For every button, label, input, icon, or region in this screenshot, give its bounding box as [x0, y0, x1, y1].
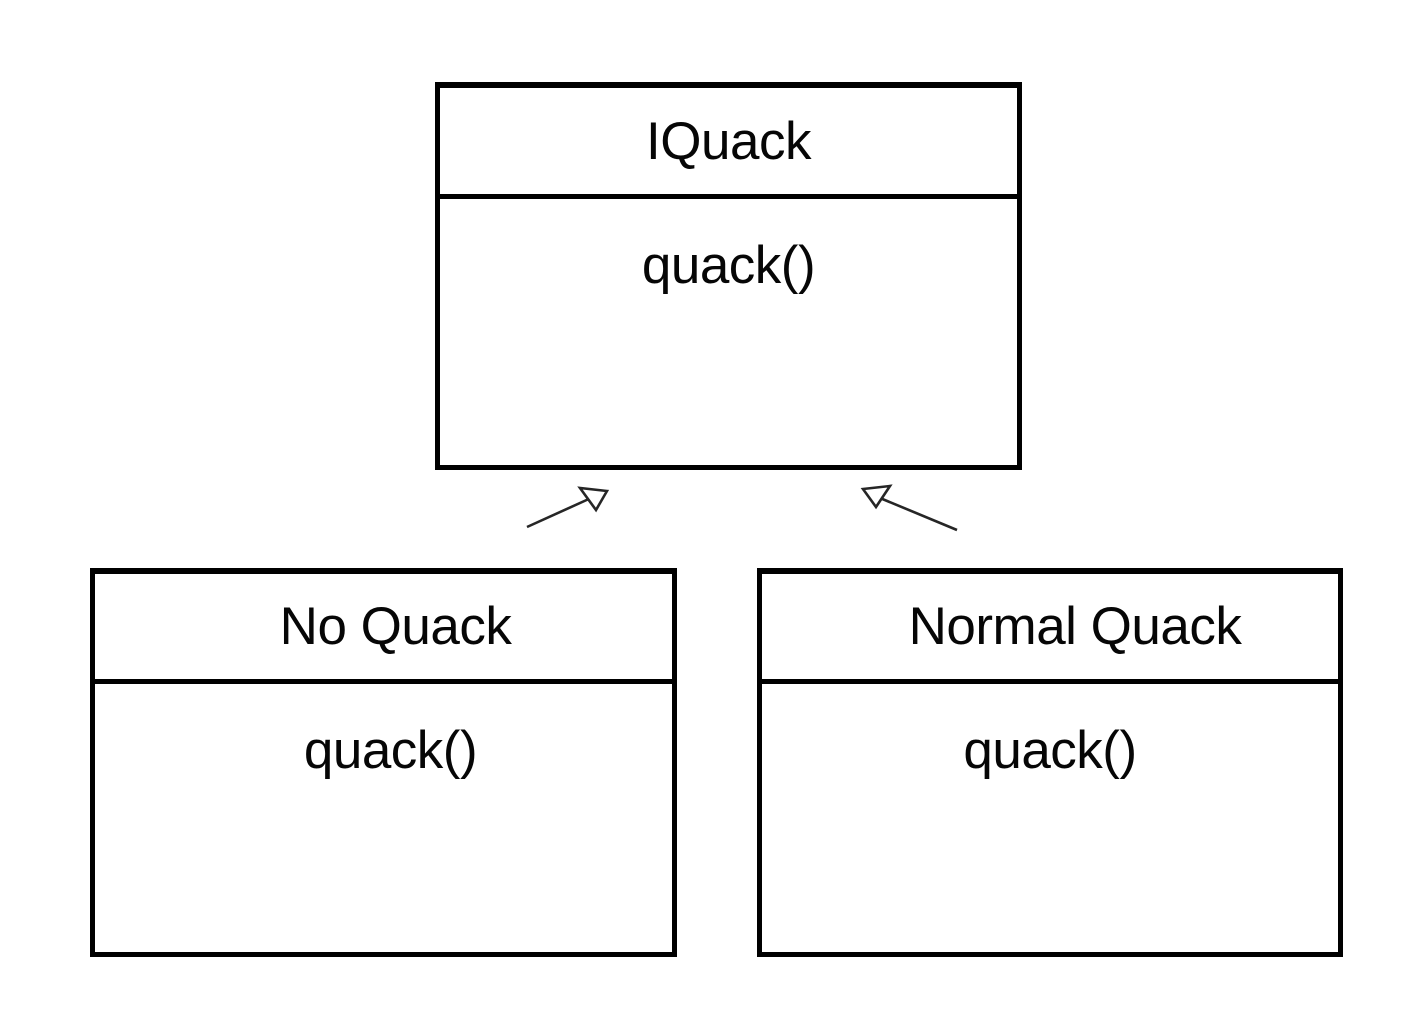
open-triangle-arrowhead-icon — [577, 486, 610, 513]
realization-arrow-normalquack-to-iquack — [860, 484, 958, 532]
class-box-normal-quack: Normal Quack quack() — [757, 568, 1343, 957]
class-method: quack() — [641, 236, 816, 295]
open-triangle-arrowhead-icon — [860, 484, 893, 510]
class-method: quack() — [963, 721, 1137, 780]
arrow-shaft — [526, 496, 592, 529]
realization-arrow-noquack-to-iquack — [526, 486, 610, 529]
class-box-no-quack: No Quack quack() — [90, 568, 677, 957]
class-members-compartment: quack() — [440, 199, 1017, 296]
class-title-compartment: No Quack — [95, 574, 672, 684]
class-title-compartment: IQuack — [440, 88, 1017, 199]
class-title-compartment: Normal Quack — [762, 574, 1338, 684]
arrow-shaft — [879, 496, 958, 532]
class-members-compartment: quack() — [762, 684, 1338, 781]
class-name: No Quack — [279, 597, 512, 656]
class-name: IQuack — [646, 111, 811, 171]
class-box-iquack: IQuack quack() — [435, 82, 1022, 470]
class-members-compartment: quack() — [95, 684, 672, 781]
class-method: quack() — [303, 721, 478, 780]
class-name: Normal Quack — [908, 597, 1242, 656]
